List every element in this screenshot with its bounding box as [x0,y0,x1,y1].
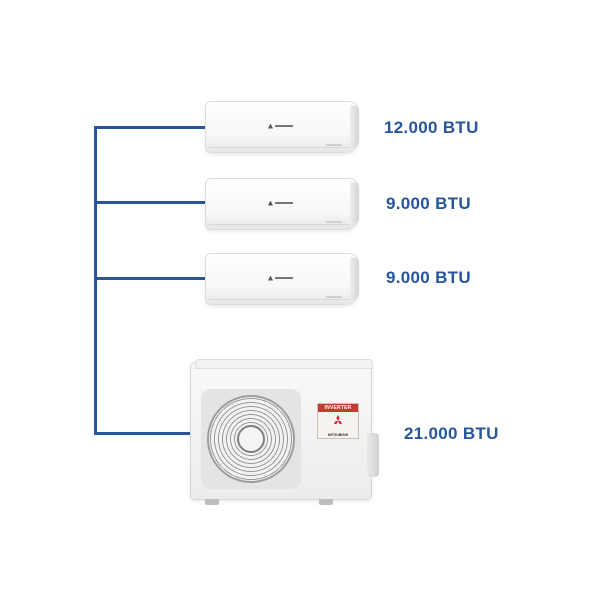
outdoor-unit-foot-left [205,499,219,505]
outdoor-unit-top-cover [195,359,373,369]
indoor-unit-2-capacity: 9.000 BTU [386,194,471,213]
outdoor-unit-valve-cover [367,433,379,477]
inverter-badge: INVERTER [318,404,358,412]
outdoor-unit-capacity: 21.000 BTU [404,424,499,443]
outdoor-unit: INVERTER MITSUBISHI [190,359,379,505]
brand-label: INVERTER MITSUBISHI [317,403,359,439]
connector-branch-3 [94,277,206,280]
fan-housing [201,389,301,489]
fan-grille-icon [207,395,295,483]
indoor-unit-side-panel [350,105,359,149]
indoor-unit-1-capacity: 12.000 BTU [384,118,479,137]
connector-branch-outdoor [94,432,192,435]
three-diamonds-logo-icon [334,415,342,424]
indoor-unit-3 [205,253,359,305]
connector-branch-2 [94,201,206,204]
brand-logo-icon [268,123,294,129]
fan-hub-icon [237,425,265,453]
brand-name: MITSUBISHI [327,433,349,437]
indoor-unit-1 [205,101,359,153]
indicator-strip [326,221,342,223]
indoor-unit-side-panel [350,182,359,226]
indicator-strip [326,296,342,298]
outdoor-unit-foot-right [319,499,333,505]
indoor-unit-side-panel [350,257,359,301]
main-connector-line [94,126,97,435]
brand-logo-icon [268,275,294,281]
brand-logo-icon [268,200,294,206]
indoor-unit-3-capacity: 9.000 BTU [386,268,471,287]
connector-branch-1 [94,126,206,129]
indicator-strip [326,144,342,146]
indoor-unit-2 [205,178,359,230]
